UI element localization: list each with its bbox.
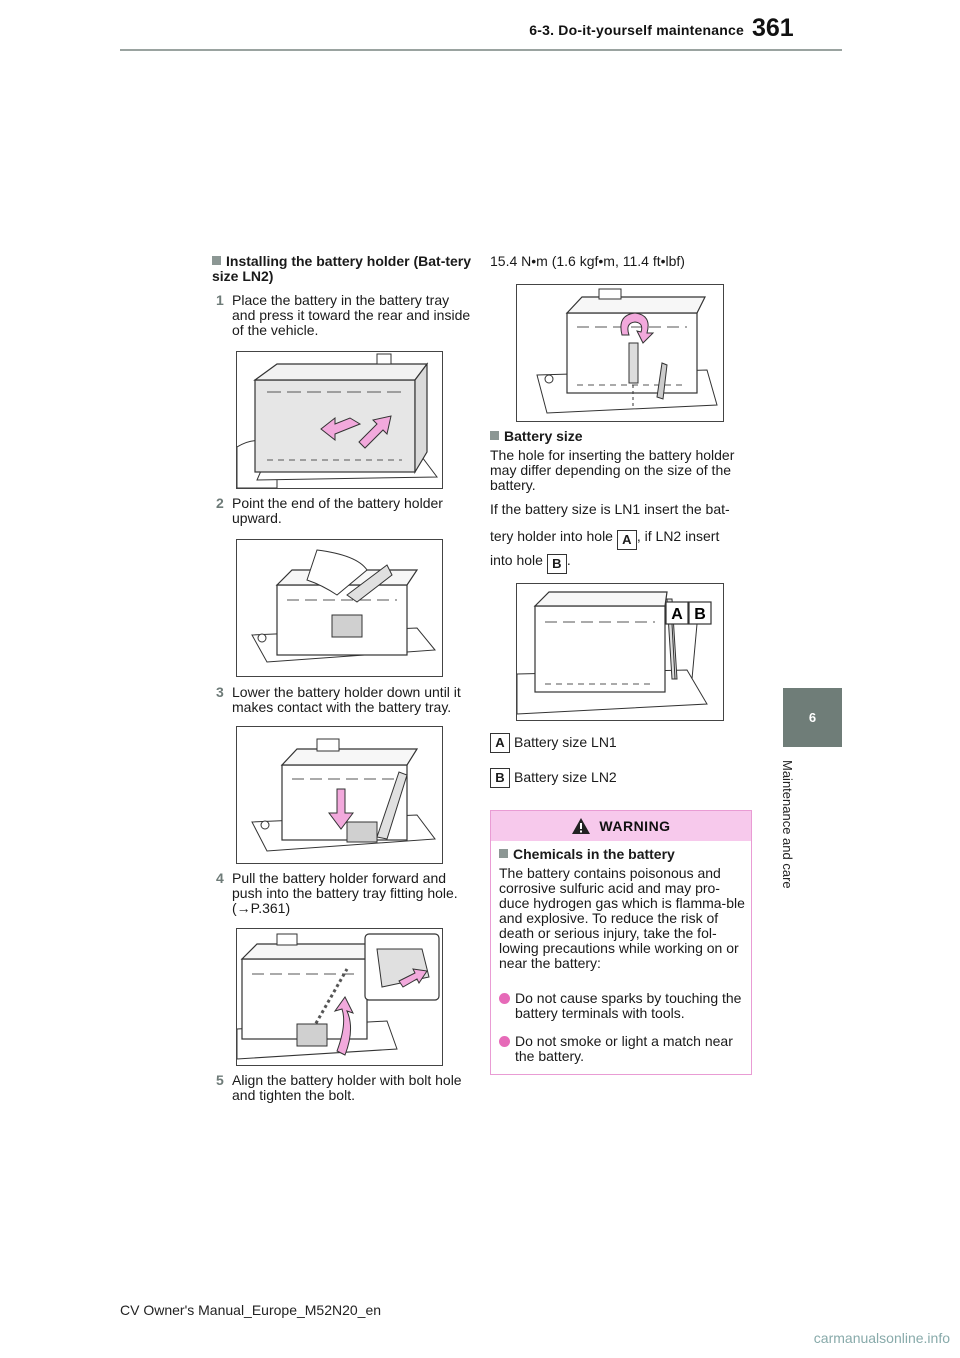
battery-size-para: The hole for inserting the battery holde… — [490, 447, 735, 493]
footer-manual-name: CV Owner's Manual_Europe_M52N20_en — [120, 1302, 382, 1318]
header-divider — [120, 49, 842, 51]
battery-size-line-2: tery holder into hole A, if LN2 insert — [490, 527, 750, 550]
figure-battery-placement — [236, 351, 443, 489]
torque-spec: 15.4 N•m (1.6 kgf•m, 11.4 ft•lbf) — [490, 253, 685, 269]
section-title: 6-3. Do-it-yourself maintenance — [529, 22, 744, 38]
page-number: 361 — [752, 14, 794, 42]
battery-size-line-3: into hole B. — [490, 551, 750, 574]
legend-a-letter: A — [490, 733, 510, 753]
install-heading: Installing the battery holder (Bat-tery … — [212, 253, 472, 284]
figure-bolt-tighten — [516, 284, 724, 422]
battery-size-line-1: If the battery size is LN1 insert the ba… — [490, 501, 730, 517]
step-2: 2 Point the end of the battery holder up… — [216, 495, 443, 526]
arrow-up-right-icon — [358, 415, 392, 449]
arrow-curved-icon — [333, 996, 354, 1056]
warning-header: WARNING — [491, 811, 751, 841]
arrow-down-icon — [328, 788, 354, 830]
bullet-dot-icon — [499, 993, 510, 1004]
figure-label-a: A — [671, 606, 683, 623]
square-bullet-icon — [212, 256, 221, 265]
arrow-right-icon — [398, 968, 428, 988]
hole-a-label: A — [616, 530, 637, 550]
warning-bullet-1: Do not cause sparks by touching the batt… — [499, 991, 745, 1021]
step-3: 3 Lower the battery holder down until it… — [216, 684, 461, 715]
warning-heading: Chemicals in the battery — [499, 847, 745, 862]
square-bullet-icon — [490, 431, 499, 440]
rotate-arrow-icon — [620, 312, 655, 344]
arrow-left-icon — [320, 416, 362, 442]
figure-label-b: B — [694, 606, 706, 623]
hole-b-label: B — [546, 554, 567, 574]
figure-hole-positions: A B — [516, 583, 724, 721]
chapter-label: Maintenance and care — [780, 760, 795, 889]
warning-body: The battery contains poisonous and corro… — [499, 865, 745, 971]
step-4: 4 Pull the battery holder forward and pu… — [216, 870, 458, 916]
figure-holder-lower — [236, 726, 443, 864]
chapter-tab[interactable]: 6 — [783, 688, 842, 747]
step-5: 5 Align the battery holder with bolt hol… — [216, 1072, 462, 1103]
legend-b-letter: B — [490, 768, 510, 788]
figure-holder-fitting — [236, 928, 443, 1066]
warning-triangle-icon — [572, 818, 591, 834]
bullet-dot-icon — [499, 1036, 510, 1047]
figure-holder-upward — [236, 539, 443, 677]
battery-size-heading: Battery size — [490, 429, 750, 444]
warning-bullet-2: Do not smoke or light a match near the b… — [499, 1034, 745, 1064]
step-1: 1 Place the battery in the battery tray … — [216, 292, 471, 338]
warning-box: WARNING Chemicals in the battery The bat… — [490, 810, 752, 1075]
watermark[interactable]: carmanualsonline.info — [813, 1330, 950, 1346]
square-bullet-icon — [499, 849, 508, 858]
